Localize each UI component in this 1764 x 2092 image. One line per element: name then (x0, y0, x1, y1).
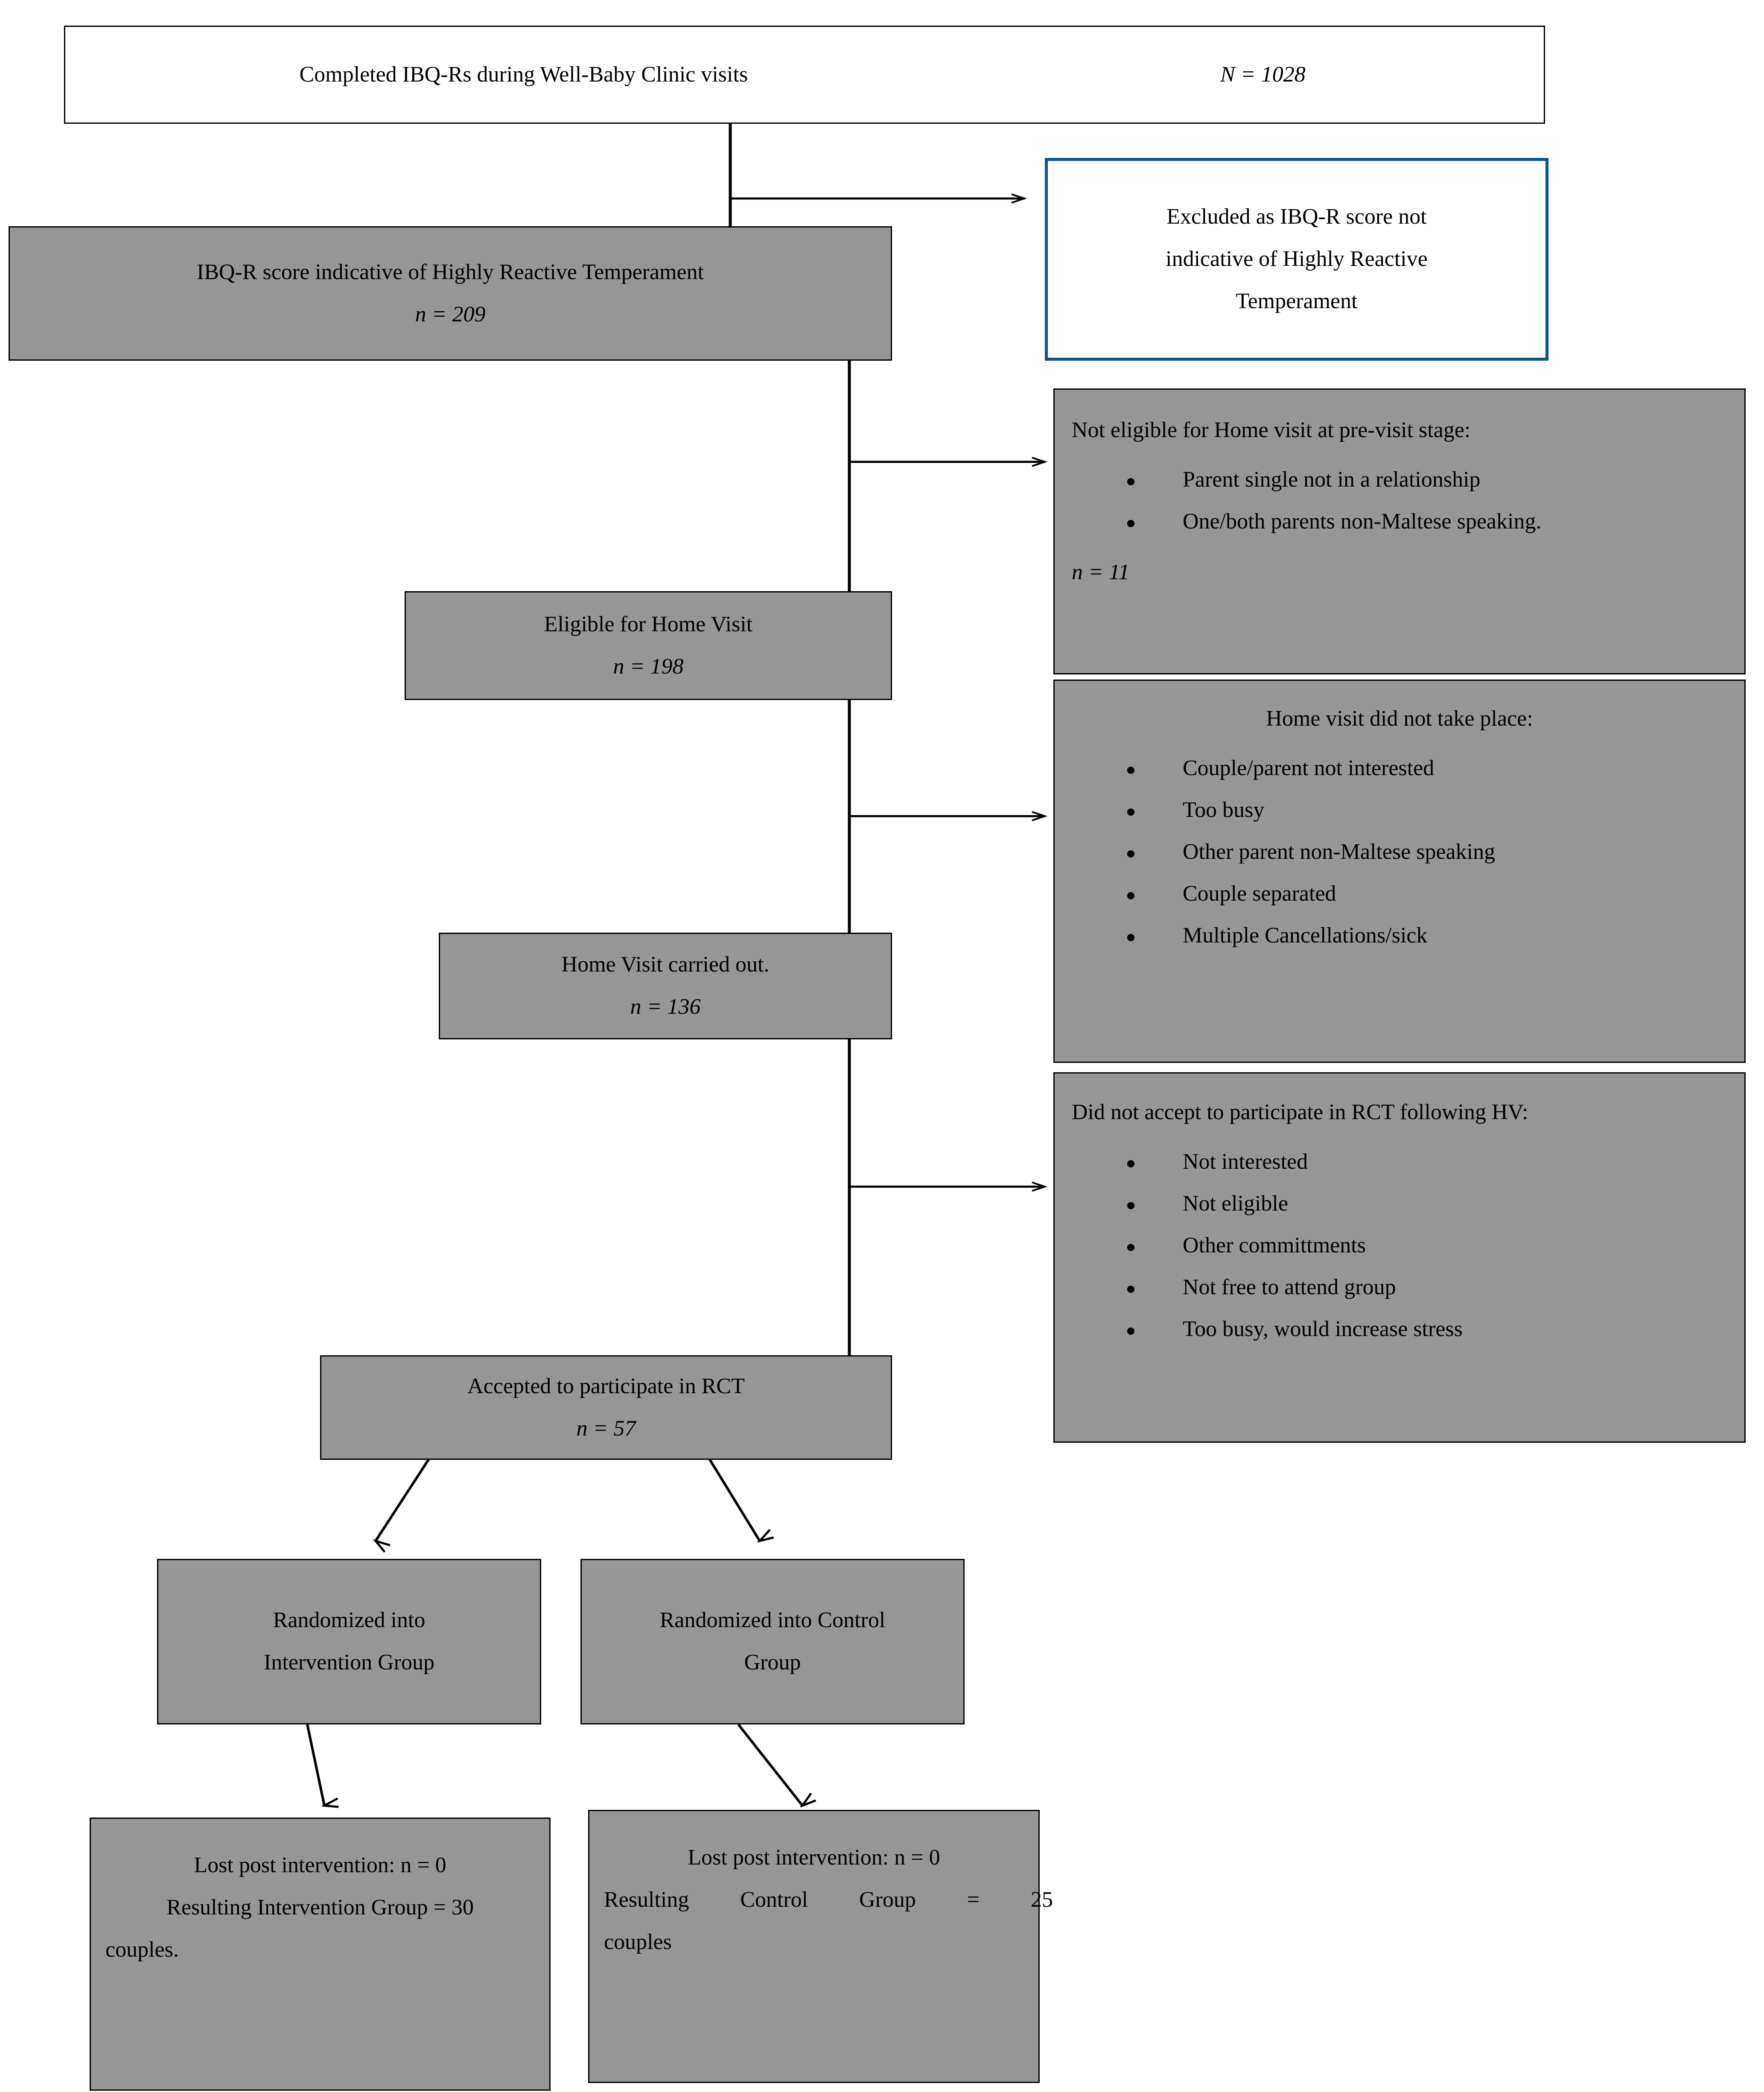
randomized-control-line-1: Randomized into Control (659, 1608, 886, 1633)
home-visit-done-count: n = 136 (630, 995, 701, 1019)
list-item: Too busy, would increase stress (1127, 1318, 1744, 1340)
outcome-intervention-line-1: Lost post intervention: n = 0 (194, 1853, 446, 1877)
randomized-intervention-line-2: Intervention Group (263, 1650, 434, 1675)
randomized-intervention-line-1: Randomized into (273, 1608, 426, 1633)
not-accept-bullet-list: Not interested Not eligible Other commit… (1055, 1150, 1744, 1340)
list-item: Other committments (1127, 1234, 1744, 1257)
node-excluded-score[interactable]: Excluded as IBQ-R score not indicative o… (1045, 158, 1548, 361)
node-highly-reactive[interactable]: IBQ-R score indicative of Highly Reactiv… (9, 226, 892, 361)
list-item: Couple/parent not interested (1127, 757, 1744, 779)
hv-not-done-title: Home visit did not take place: (1266, 706, 1533, 731)
eligible-home-visit-label: Eligible for Home Visit (544, 612, 753, 636)
excluded-line-3: Temperament (1236, 289, 1358, 313)
not-eligible-count: n = 11 (1072, 560, 1130, 584)
list-item: Too busy (1127, 799, 1744, 821)
screened-label: Completed IBQ-Rs during Well-Baby Clinic… (299, 62, 748, 87)
node-outcome-control[interactable]: Lost post intervention: n = 0 Resulting … (588, 1810, 1053, 2083)
outcome-control-line-2: Resulting Control Group = 25 (604, 1887, 1053, 1912)
not-eligible-bullet-list: Parent single not in a relationship One/… (1055, 468, 1744, 533)
list-item: Multiple Cancellations/sick (1127, 924, 1744, 947)
accepted-rct-label: Accepted to participate in RCT (467, 1374, 745, 1398)
screened-count: N = 1028 (1220, 62, 1306, 87)
outcome-control-line-1: Lost post intervention: n = 0 (688, 1845, 940, 1870)
node-outcome-intervention[interactable]: Lost post intervention: n = 0 Resulting … (90, 1818, 551, 2091)
eligible-home-visit-count: n = 198 (613, 654, 684, 679)
list-item: Couple separated (1127, 882, 1744, 905)
node-did-not-accept-rct[interactable]: Did not accept to participate in RCT fol… (1053, 1072, 1746, 1443)
node-randomized-intervention[interactable]: Randomized into Intervention Group (157, 1559, 541, 1724)
not-accept-title: Did not accept to participate in RCT fol… (1072, 1100, 1528, 1124)
highly-reactive-label: IBQ-R score indicative of Highly Reactiv… (196, 260, 704, 284)
outcome-intervention-line-3: couples. (105, 1937, 179, 1962)
outcome-control-line-3: couples (604, 1929, 672, 1954)
list-item: Not interested (1127, 1150, 1744, 1173)
randomized-control-line-2: Group (744, 1650, 801, 1675)
node-randomized-control[interactable]: Randomized into Control Group (580, 1559, 965, 1724)
arrow-control-to-outcome (737, 1724, 802, 1806)
home-visit-done-label: Home Visit carried out. (561, 952, 770, 977)
hv-not-done-bullet-list: Couple/parent not interested Too busy Ot… (1055, 757, 1744, 947)
excluded-line-1: Excluded as IBQ-R score not (1166, 204, 1427, 229)
arrow-intervention-to-outcome (306, 1724, 324, 1806)
highly-reactive-count: n = 209 (415, 302, 486, 327)
not-eligible-title: Not eligible for Home visit at pre-visit… (1072, 418, 1471, 442)
accepted-rct-count: n = 57 (576, 1416, 636, 1441)
node-screened[interactable]: Completed IBQ-Rs during Well-Baby Clinic… (64, 26, 1545, 124)
arrow-to-intervention (376, 1448, 437, 1541)
outcome-intervention-line-2: Resulting Intervention Group = 30 (166, 1895, 474, 1920)
node-home-visit-done[interactable]: Home Visit carried out. n = 136 (439, 933, 892, 1039)
list-item: Not free to attend group (1127, 1276, 1744, 1298)
list-item: One/both parents non-Maltese speaking. (1127, 510, 1744, 533)
node-eligible-home-visit[interactable]: Eligible for Home Visit n = 198 (405, 591, 892, 700)
list-item: Other parent non-Maltese speaking (1127, 840, 1744, 863)
node-accepted-rct[interactable]: Accepted to participate in RCT n = 57 (320, 1355, 892, 1460)
screened-row: Completed IBQ-Rs during Well-Baby Clinic… (65, 54, 1544, 96)
list-item: Parent single not in a relationship (1127, 468, 1744, 491)
node-hv-not-take-place[interactable]: Home visit did not take place: Couple/pa… (1053, 680, 1746, 1063)
list-item: Not eligible (1127, 1192, 1744, 1215)
arrow-to-control (702, 1448, 760, 1541)
node-not-eligible-previsit[interactable]: Not eligible for Home visit at pre-visit… (1053, 388, 1746, 674)
excluded-line-2: indicative of Highly Reactive (1166, 247, 1428, 271)
